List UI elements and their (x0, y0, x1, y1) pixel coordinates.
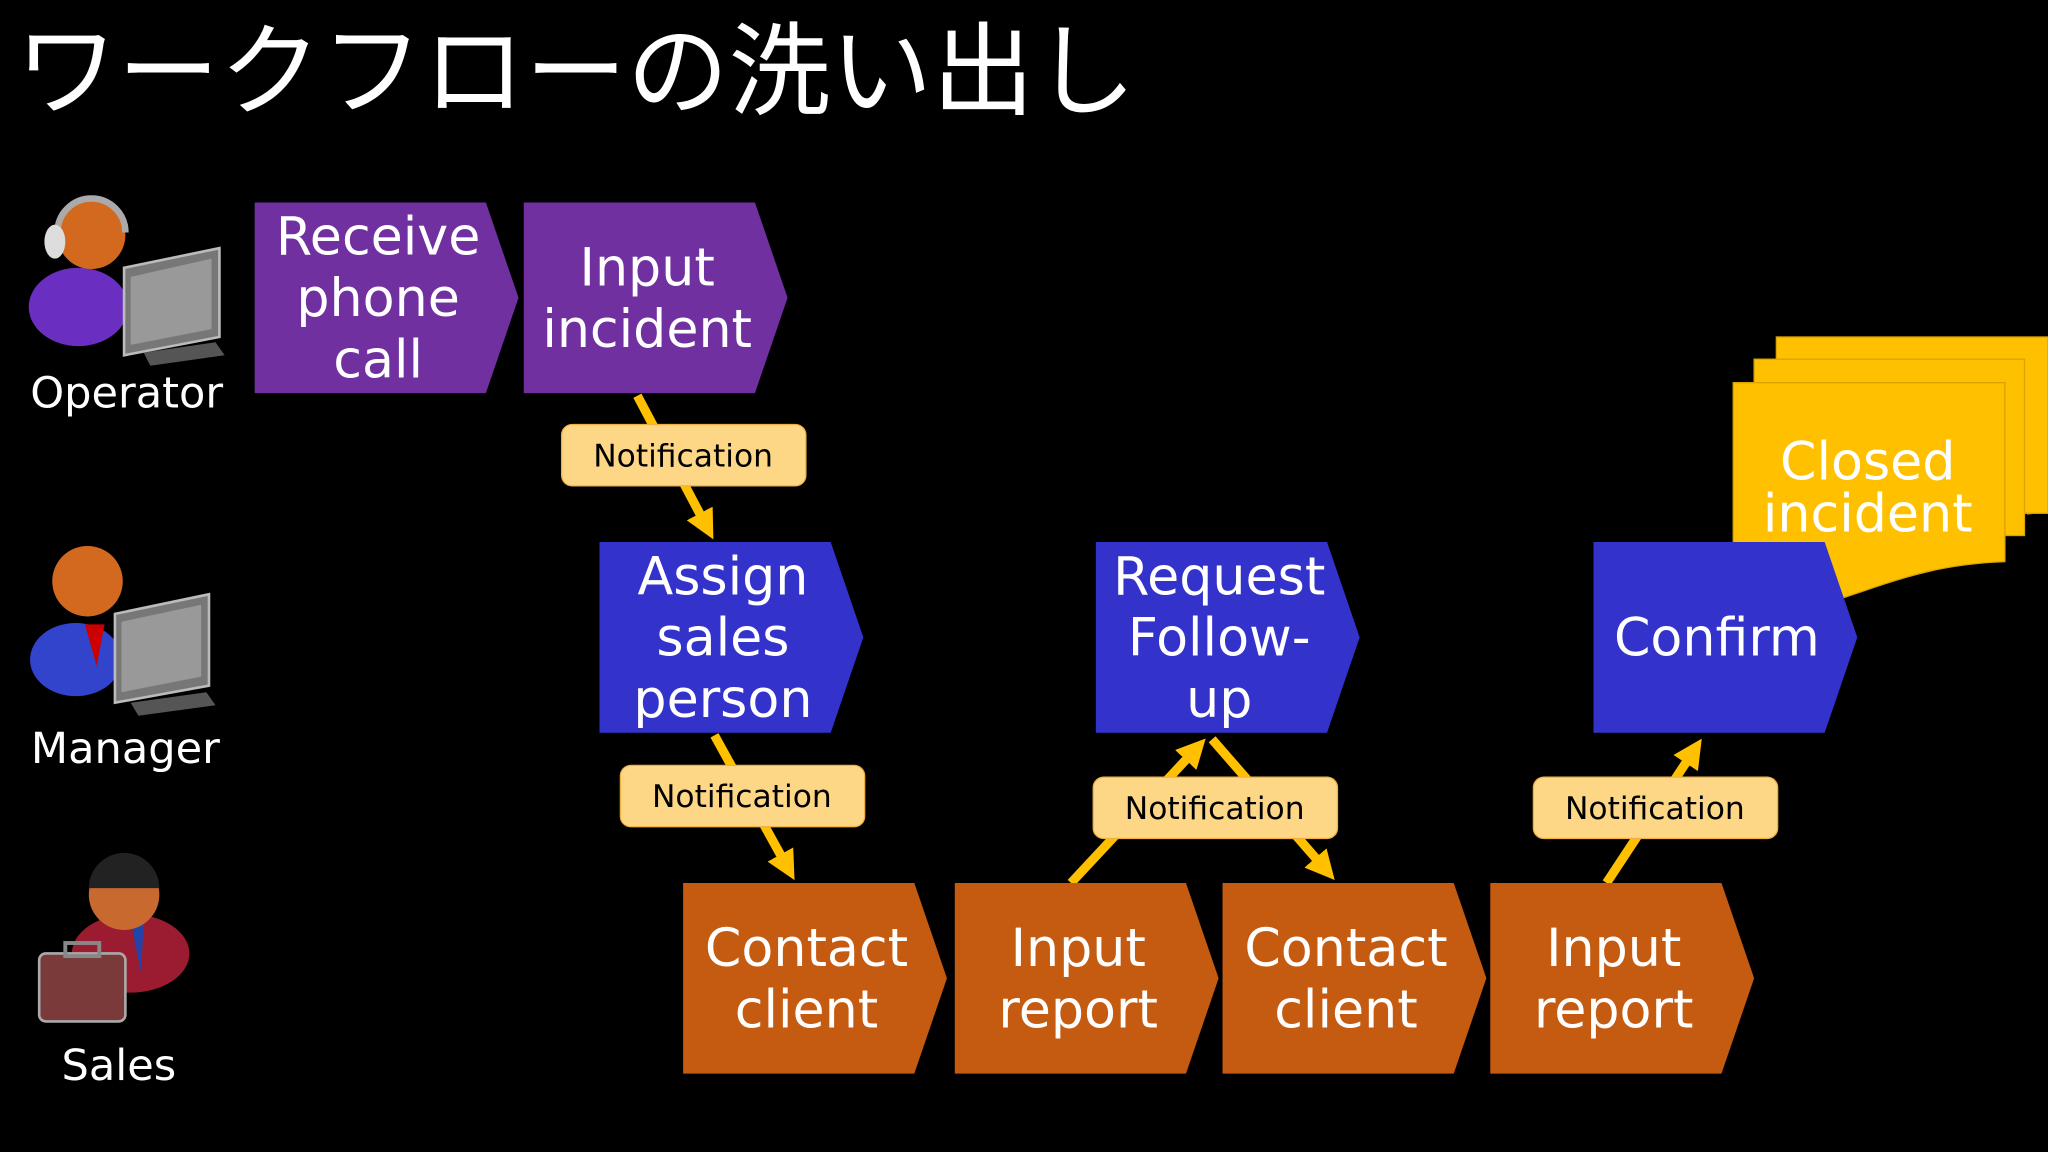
step-label: Assign (637, 547, 808, 607)
notification-text: Notification (1565, 791, 1745, 827)
step-label: Contact (705, 919, 908, 979)
sales-briefcase-icon (37, 852, 190, 1023)
notification-label: Notification (560, 423, 807, 487)
step-label: Request (1113, 547, 1325, 607)
step-label: report (998, 980, 1158, 1040)
step-label: phone (296, 269, 459, 329)
step-label: Follow- (1128, 609, 1311, 669)
document-line: Closed (1780, 432, 1955, 492)
step-label: Contact (1244, 919, 1447, 979)
step-label: report (1534, 980, 1694, 1040)
step-shape (683, 882, 947, 1074)
step-label: sales (656, 609, 789, 669)
manager-computer-icon (30, 545, 216, 716)
notification-label: Notification (1092, 776, 1339, 840)
step-label: Input (580, 238, 715, 298)
notification-label: Notification (1532, 776, 1779, 840)
operator-headset-computer-icon (28, 195, 225, 366)
step-label: Receive (276, 208, 481, 268)
step-label: Input (1546, 919, 1681, 979)
notification-text: Notification (652, 779, 832, 815)
document-line: incident (1763, 485, 1973, 545)
notification-box (1092, 776, 1339, 840)
step-label: Confirm (1614, 609, 1820, 669)
step-label: person (633, 670, 812, 730)
page-title: ワークフローの洗い出し (16, 13, 1136, 132)
notification-box (1532, 776, 1779, 840)
notification-text: Notification (1125, 791, 1305, 827)
step-label: client (1274, 980, 1417, 1040)
step-label: incident (542, 300, 752, 360)
notification-label: Notification (619, 764, 866, 828)
step-shape (523, 202, 788, 394)
step-label: Input (1011, 919, 1146, 979)
notification-box (619, 764, 866, 828)
step-shape (1490, 882, 1755, 1074)
notification-box (560, 423, 807, 487)
role-label-operator: Operator (30, 369, 223, 419)
role-label-sales: Sales (62, 1041, 177, 1091)
step-shape (599, 542, 864, 733)
step-shape (1095, 542, 1360, 733)
step-shape (954, 882, 1219, 1074)
step-shape (1593, 542, 1858, 733)
process-step: Confirm (1593, 542, 1858, 733)
step-label: client (735, 980, 878, 1040)
step-label: up (1186, 670, 1252, 730)
step-shape (1222, 882, 1487, 1074)
step-label: call (333, 330, 423, 390)
role-label-manager: Manager (31, 724, 220, 774)
step-shape (254, 202, 519, 394)
notification-text: Notification (593, 438, 773, 474)
